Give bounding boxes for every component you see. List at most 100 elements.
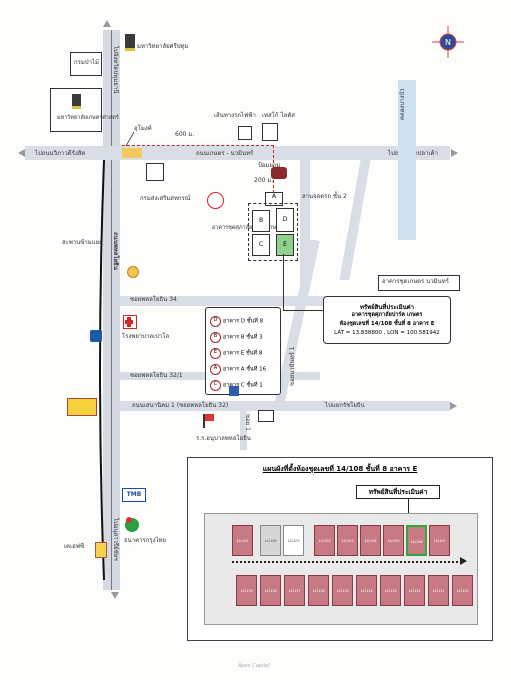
unit-14-118: 14/118 [260, 575, 281, 606]
callout-pointer [283, 254, 284, 310]
sripatum-logo-icon [125, 34, 135, 51]
unit-14-117: 14/117 [284, 575, 305, 606]
south-arrow [111, 592, 119, 599]
callout-coords: LAT = 13.838800 , LON = 100.581942 [334, 330, 440, 336]
distance-600: 600 ม. [175, 131, 195, 138]
unit-14-103: 14/103 [337, 525, 358, 556]
legend-item: D อาคาร D ชั้นที่ 8 [210, 316, 263, 327]
canal-label: คลองบางบัว [399, 88, 406, 120]
property-callout: ทรัพย์สินที่ประเมินค่า อาคารชุดศุภาลัยปา… [323, 296, 451, 344]
callout-project: อาคารชุดศุภาลัยปาร์ค เกษตร [351, 312, 423, 318]
road-label-name: ถนนพหลโยธิน [112, 232, 119, 270]
footer-watermark: Apex Capital [238, 663, 270, 669]
unit-14-106: 14/106 [406, 525, 427, 556]
small-road-label: ซอย 1 [244, 414, 251, 431]
guard-label: ป้อมยาม [258, 162, 281, 169]
soi-34 [120, 296, 400, 306]
building-d: D [276, 208, 294, 232]
unit-14-112: 14/112 [404, 575, 425, 606]
unit-14-108: 14/108 [260, 525, 281, 556]
soi-34-label: ซอยพหลโยธิน 34 [130, 296, 177, 303]
unit-14-110: 14/110 [452, 575, 473, 606]
flag-icon [229, 386, 239, 396]
tunnel-marker [122, 148, 142, 158]
building-b: B [252, 210, 270, 232]
compass-label: N [445, 38, 451, 47]
building-a: A [265, 192, 283, 206]
side-road-right [300, 160, 310, 290]
legend-item: C อาคาร C ชั้นที่ 1 [210, 380, 263, 391]
corridor-route [232, 561, 462, 563]
scb-label: ธนาคารกรุงไทย [124, 537, 167, 544]
hospital-label: โรงพยาบาลเปาโล [122, 333, 170, 340]
overpass-curve [99, 160, 105, 580]
unit-14-111: 14/111 [428, 575, 449, 606]
legend-item: A อาคาร A ชั้นที่ 16 [210, 364, 266, 375]
north-arrow [103, 20, 111, 27]
diagonal-road [273, 240, 320, 410]
soi-32-1-label: ซอยพหลโยธิน 32/1 [130, 372, 183, 379]
road-label-top: ไปจังหวัดปทุมธานี [112, 46, 119, 94]
parking-label: ลานจอดรถ ชั้น 2 [302, 193, 347, 200]
cafe-icon [95, 542, 107, 558]
tag-pointer [408, 498, 409, 518]
road-median [111, 30, 112, 590]
market-icon [67, 398, 97, 416]
tesco-building [262, 123, 278, 141]
site-boundary [248, 203, 298, 261]
supalai-logo-icon [207, 192, 224, 209]
unit-14-116: 14/116 [308, 575, 329, 606]
floor-plan-title: แผนผังที่ตั้งห้องชุดเลขที่ 14/108 ชั้นที… [262, 465, 418, 473]
bts-building [238, 126, 252, 140]
building-c: C [252, 234, 270, 256]
cooperative-building [146, 163, 164, 181]
condo-right-box [378, 275, 460, 291]
tunnel-label: อุโมงค์ [134, 125, 152, 132]
side-road-right-2 [339, 160, 371, 280]
unit-14-109: 14/109 [283, 525, 304, 556]
soi-32-label: ถนนเสนานิคม 1 (ซอยพหลโยธิน 32) [132, 402, 229, 409]
legend-item: B อาคาร B ชั้นที่ 3 [210, 332, 263, 343]
unit-14-102: 14/102 [314, 525, 335, 556]
road-label-left: ไปถนนวิภาวดีรังสิต [35, 150, 86, 157]
unit-14-114: 14/114 [356, 575, 377, 606]
nawamin-1-label: ซอยนวมินทร์ 1 [289, 346, 296, 386]
callout-title: ทรัพย์สินที่ประเมินค่า [359, 304, 415, 311]
tmb-logo-icon: TMB [122, 488, 146, 502]
hospital-cross-h [125, 320, 133, 324]
to-rangsit-label: ไปแยกรัชโยธิน [325, 402, 365, 409]
building-e: E [276, 234, 294, 256]
tree-icon [126, 517, 132, 523]
royal-forest-label: กรมป่าไม้ [74, 59, 99, 66]
distance-200: 200 ม. [254, 177, 274, 184]
road-label-center: ถนนเกษตร - นวมินทร์ [196, 150, 254, 157]
soi-32-arrow [450, 402, 457, 410]
unit-14-115: 14/115 [332, 575, 353, 606]
bts-label: เส้นทางรถไฟฟ้า [214, 112, 256, 119]
emblem-icon [271, 167, 287, 179]
legend-box: D อาคาร D ชั้นที่ 8 B อาคาร B ชั้นที่ 3 … [205, 307, 281, 395]
overpass-label: สะพานข้ามแยก [62, 239, 103, 246]
unit-14-119: 14/119 [236, 575, 257, 606]
tesco-label: เทสโก้ โลตัส [262, 112, 295, 119]
callout-pointer-h [283, 310, 323, 311]
bank-icon [90, 330, 102, 342]
floor-plan-tag: ทรัพย์สินที่ประเมินค่า [356, 485, 440, 499]
soi-32 [120, 401, 450, 411]
school-flag-icon [203, 414, 214, 428]
store-logo-icon [258, 410, 274, 422]
unit-14-105: 14/105 [383, 525, 404, 556]
road-label-bottom: ไปอนุสาวรีย์ชัยฯ [112, 518, 119, 561]
cooperative-label: กรมส่งเสริมสหกรณ์ [140, 195, 191, 202]
school-label: ร.ร.อนุบาลพหลโยธิน [196, 435, 251, 442]
legend-item: E อาคาร E ชั้นที่ 8 [210, 348, 262, 359]
supalai-label: อาคารชุดศุภาลัยปาร์ค เกษตร [212, 225, 283, 231]
east-arrow [451, 149, 458, 157]
small-road [240, 410, 247, 450]
kasetsart-logo-icon [72, 94, 81, 109]
unit-14-113: 14/113 [380, 575, 401, 606]
route-horizontal [122, 145, 274, 146]
canal [398, 80, 416, 240]
unit-14-107: 14/107 [429, 525, 450, 556]
tunnel-pointer [125, 131, 135, 147]
